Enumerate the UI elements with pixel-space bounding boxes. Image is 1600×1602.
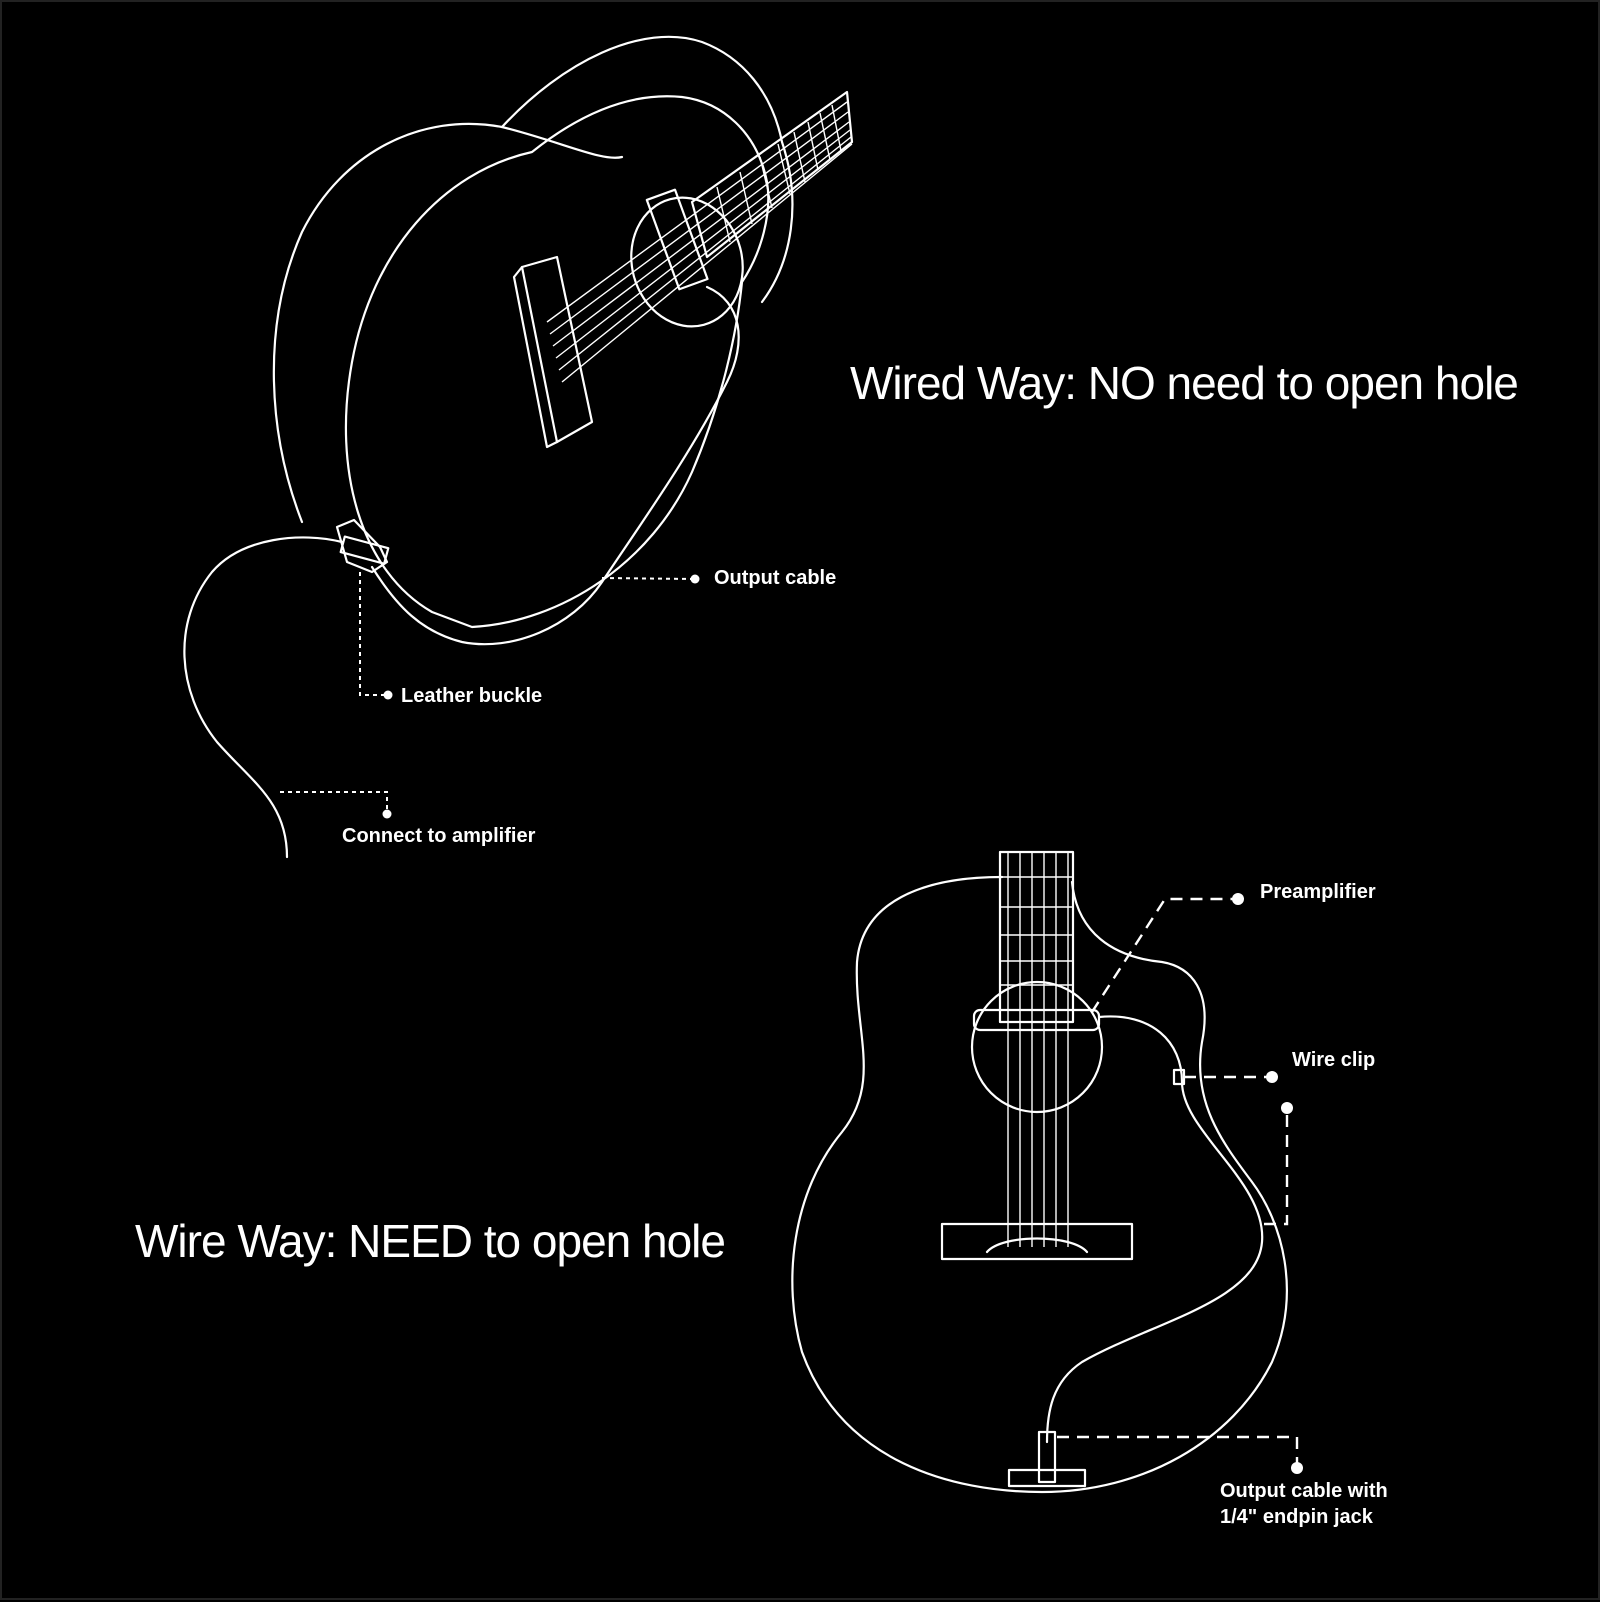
bottom-guitar-neck <box>998 850 1075 1024</box>
bottom-guitar-wire <box>1045 1015 1264 1444</box>
top-guitar-amp-cable <box>183 536 344 859</box>
bottom-guitar-strings <box>1007 852 1069 1247</box>
top-guitar-soundhole <box>630 196 744 328</box>
callout-wire-clip: Wire clip <box>1292 1049 1376 1071</box>
callout-output-cable-endpin-line1: Output cable with <box>1220 1480 1388 1502</box>
top-guitar-body-front <box>344 95 770 629</box>
heading-wired-way: Wired Way: NO need to open hole <box>850 357 1519 409</box>
top-guitar-jack <box>339 535 390 565</box>
bottom-guitar-soundhole <box>970 980 1104 1114</box>
callout-leather-buckle: Leather buckle <box>401 685 543 707</box>
top-guitar-leather-buckle <box>335 518 389 574</box>
callout-output-cable: Output cable <box>714 567 837 589</box>
bottom-guitar-frets <box>1000 876 1073 986</box>
bottom-guitar-bridge <box>940 1222 1134 1261</box>
top-guitar-neck <box>690 90 854 259</box>
top-guitar-strings <box>546 101 853 383</box>
top-guitar-output-cable <box>370 285 740 646</box>
callout-preamplifier: Preamplifier <box>1260 881 1376 903</box>
bottom-guitar-endpin-jack <box>1037 1430 1057 1484</box>
top-guitar-rim <box>500 125 624 159</box>
bottom-guitar-body <box>791 875 1288 1494</box>
bottom-guitar-pickup <box>972 1008 1101 1032</box>
heading-wire-way: Wire Way: NEED to open hole <box>135 1215 726 1267</box>
callout-connect-amplifier: Connect to amplifier <box>342 825 536 847</box>
callout-output-cable-endpin-line2: 1/4" endpin jack <box>1220 1506 1373 1528</box>
top-guitar-pickup <box>645 188 709 291</box>
top-guitar-bridge <box>520 255 594 444</box>
